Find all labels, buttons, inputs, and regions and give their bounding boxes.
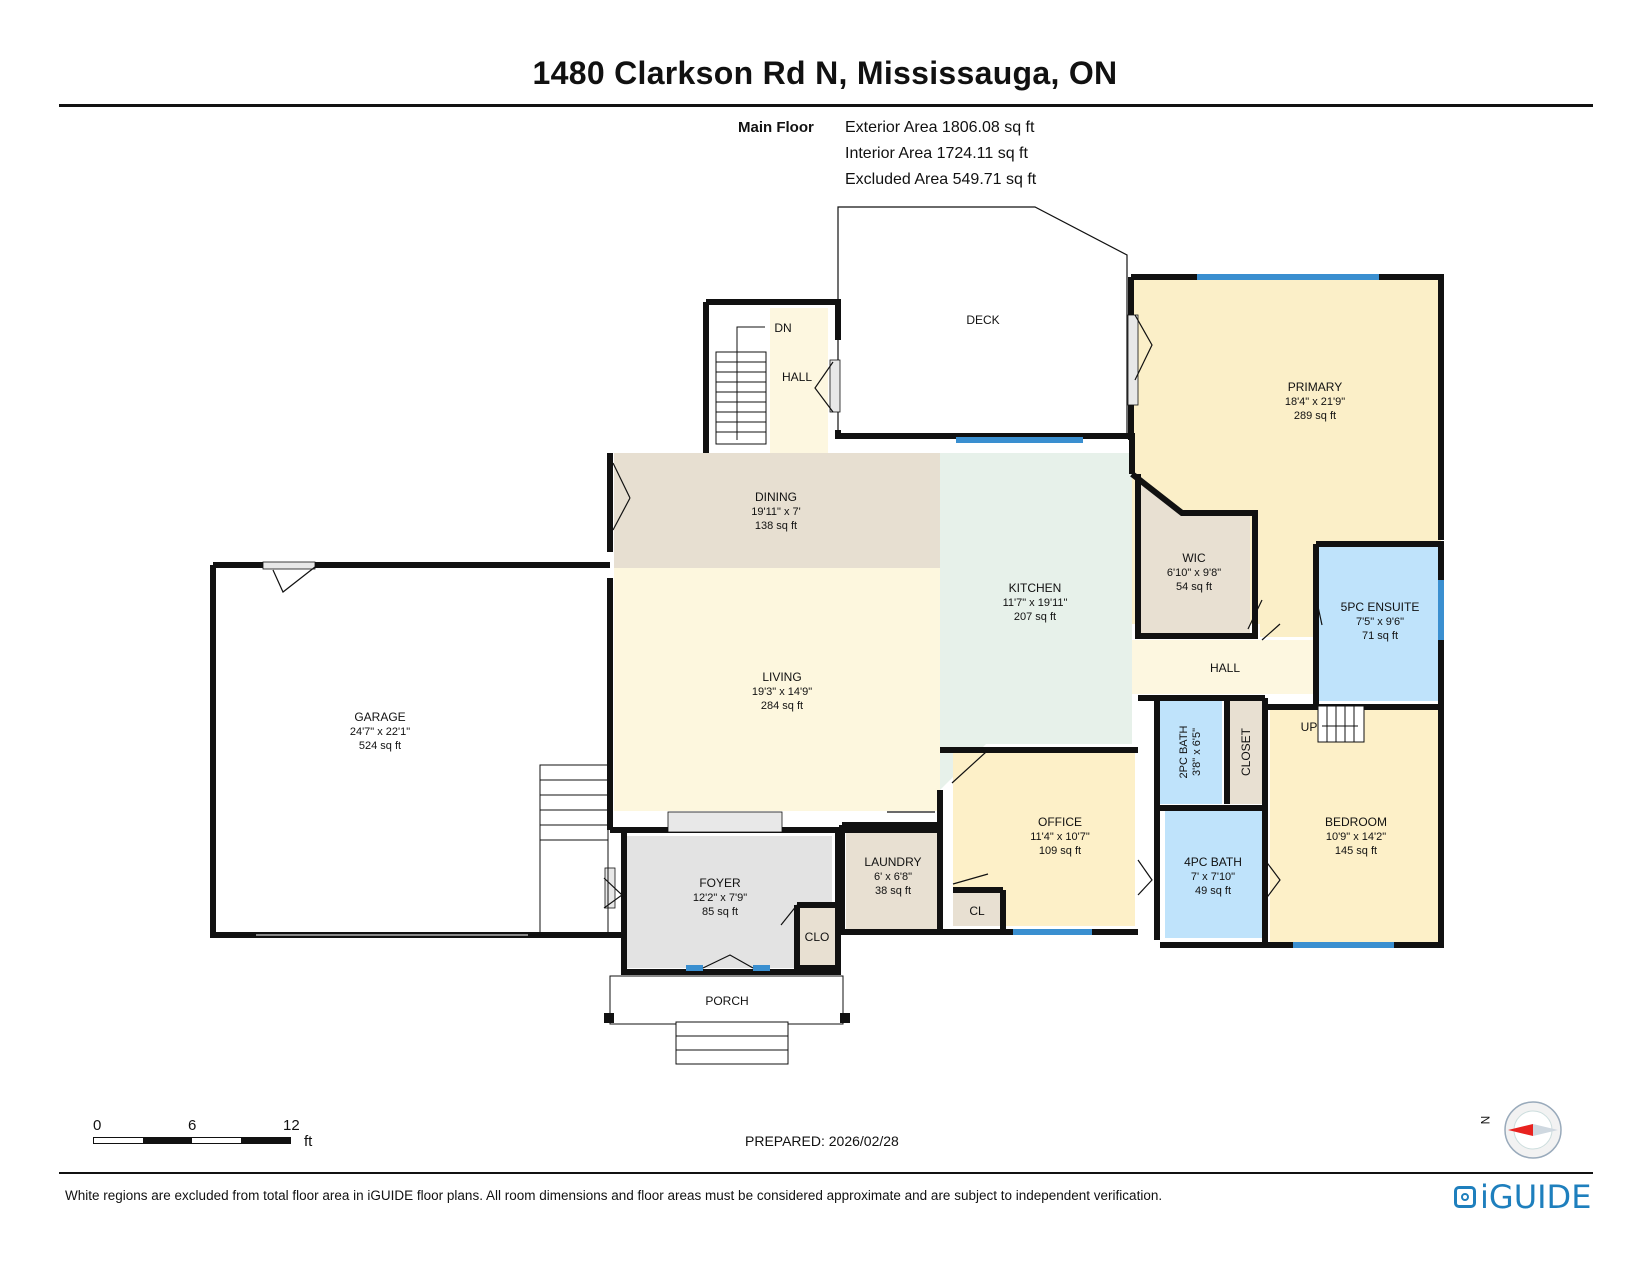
cl-floor xyxy=(953,890,1003,926)
bath4-floor xyxy=(1165,810,1265,938)
stairs-up-label: UP xyxy=(1301,720,1318,734)
excluded-area: Excluded Area 549.71 sq ft xyxy=(845,171,1037,188)
office-area: 109 sq ft xyxy=(1039,845,1081,857)
hall-top-label: HALL xyxy=(782,370,812,384)
stairs-up xyxy=(1317,705,1365,743)
kitchen-dims: 11'7" x 19'11" xyxy=(1003,597,1068,609)
hall-right-label: HALL xyxy=(1210,661,1240,675)
living-dims: 19'3" x 14'9" xyxy=(752,686,812,698)
foyer-label: FOYER xyxy=(699,876,741,890)
disclaimer: White regions are excluded from total fl… xyxy=(65,1188,1163,1203)
windows xyxy=(686,274,1444,971)
ensuite-label: 5PC ENSUITE xyxy=(1341,600,1420,614)
clo-label: CLO xyxy=(805,930,830,944)
door-swings xyxy=(272,314,1323,969)
wic-area: 54 sq ft xyxy=(1176,581,1212,593)
scale-label-0: 0 xyxy=(93,1117,102,1134)
floor-label: Main Floor xyxy=(738,119,814,136)
closet-label: CLOSET xyxy=(1239,727,1253,776)
garage-stairs xyxy=(539,764,609,936)
hall-right-floor xyxy=(1132,640,1316,694)
prepared-date: PREPARED: 2026/02/28 xyxy=(745,1133,899,1149)
scale-unit: ft xyxy=(304,1133,313,1150)
primary-dims: 18'4" x 21'9" xyxy=(1285,396,1345,408)
porch-posts xyxy=(604,1013,850,1023)
office-label: OFFICE xyxy=(1038,815,1082,829)
bedroom-floor xyxy=(1270,706,1441,942)
bath2-label: 2PC BATH xyxy=(1178,725,1190,778)
compass-icon xyxy=(1504,1101,1562,1159)
garage-label: GARAGE xyxy=(354,710,405,724)
foyer-area: 85 sq ft xyxy=(702,906,738,918)
laundry-area: 38 sq ft xyxy=(875,885,911,897)
deck-label: DECK xyxy=(966,313,999,327)
kitchen-label: KITCHEN xyxy=(1009,581,1062,595)
kitchen-floor xyxy=(940,453,1132,790)
ensuite-dims: 7'5" x 9'6" xyxy=(1356,616,1404,628)
bath2-floor xyxy=(1160,698,1222,804)
garage-area: 524 sq ft xyxy=(359,740,401,752)
wic-dims: 6'10" x 9'8" xyxy=(1167,567,1221,579)
scale-label-6: 6 xyxy=(188,1117,197,1134)
closet-floor xyxy=(1227,698,1265,804)
scale-bar xyxy=(93,1137,291,1144)
office-dims: 11'4" x 10'7" xyxy=(1030,831,1090,843)
kitchen-area: 207 sq ft xyxy=(1014,611,1056,623)
living-area: 284 sq ft xyxy=(761,700,803,712)
bath4-area: 49 sq ft xyxy=(1195,885,1231,897)
stairs-down xyxy=(715,326,767,445)
bath4-label: 4PC BATH xyxy=(1184,855,1242,869)
laundry-dims: 6' x 6'8" xyxy=(874,871,912,883)
bedroom-dims: 10'9" x 14'2" xyxy=(1326,831,1386,843)
clo-floor xyxy=(797,906,837,968)
primary-area: 289 sq ft xyxy=(1294,410,1336,422)
stair-down-floor xyxy=(710,308,770,453)
exterior-area: Exterior Area 1806.08 sq ft xyxy=(845,119,1035,136)
foyer-dims: 12'2" x 7'9" xyxy=(693,892,747,904)
garage-dims: 24'7" x 22'1" xyxy=(350,726,410,738)
wic-label: WIC xyxy=(1182,551,1206,565)
dining-label: DINING xyxy=(755,490,797,504)
dining-area: 138 sq ft xyxy=(755,520,797,532)
page-title: 1480 Clarkson Rd N, Mississauga, ON xyxy=(532,55,1118,91)
dining-dims: 19'11" x 7' xyxy=(751,506,801,518)
dining-floor xyxy=(614,453,940,568)
interior-area: Interior Area 1724.11 sq ft xyxy=(845,145,1028,162)
title-divider xyxy=(59,104,1593,107)
ensuite-area: 71 sq ft xyxy=(1362,630,1398,642)
laundry-label: LAUNDRY xyxy=(864,855,921,869)
brand-name: iGUIDE xyxy=(1480,1178,1592,1216)
stairs-down-label: DN xyxy=(774,321,791,335)
compass-north-label: N xyxy=(1478,1115,1493,1125)
living-label: LIVING xyxy=(762,670,801,684)
garage-floor xyxy=(213,565,613,935)
ensuite-floor xyxy=(1316,544,1440,701)
bath2-dims: 3'8" x 6'5" xyxy=(1191,728,1203,776)
laundry-floor xyxy=(846,826,940,932)
porch-steps xyxy=(675,1021,789,1065)
porch-label: PORCH xyxy=(705,994,748,1008)
cl-label: CL xyxy=(969,904,985,918)
living-floor xyxy=(614,568,940,811)
brand-logo: iGUIDE xyxy=(1454,1178,1591,1216)
openings xyxy=(262,314,1139,909)
footer-divider xyxy=(59,1172,1593,1174)
brand-icon xyxy=(1454,1186,1476,1208)
bedroom-area: 145 sq ft xyxy=(1335,845,1377,857)
bedroom-label: BEDROOM xyxy=(1325,815,1387,829)
primary-label: PRIMARY xyxy=(1288,380,1342,394)
bath4-dims: 7' x 7'10" xyxy=(1191,871,1235,883)
scale-label-12: 12 xyxy=(283,1117,300,1134)
